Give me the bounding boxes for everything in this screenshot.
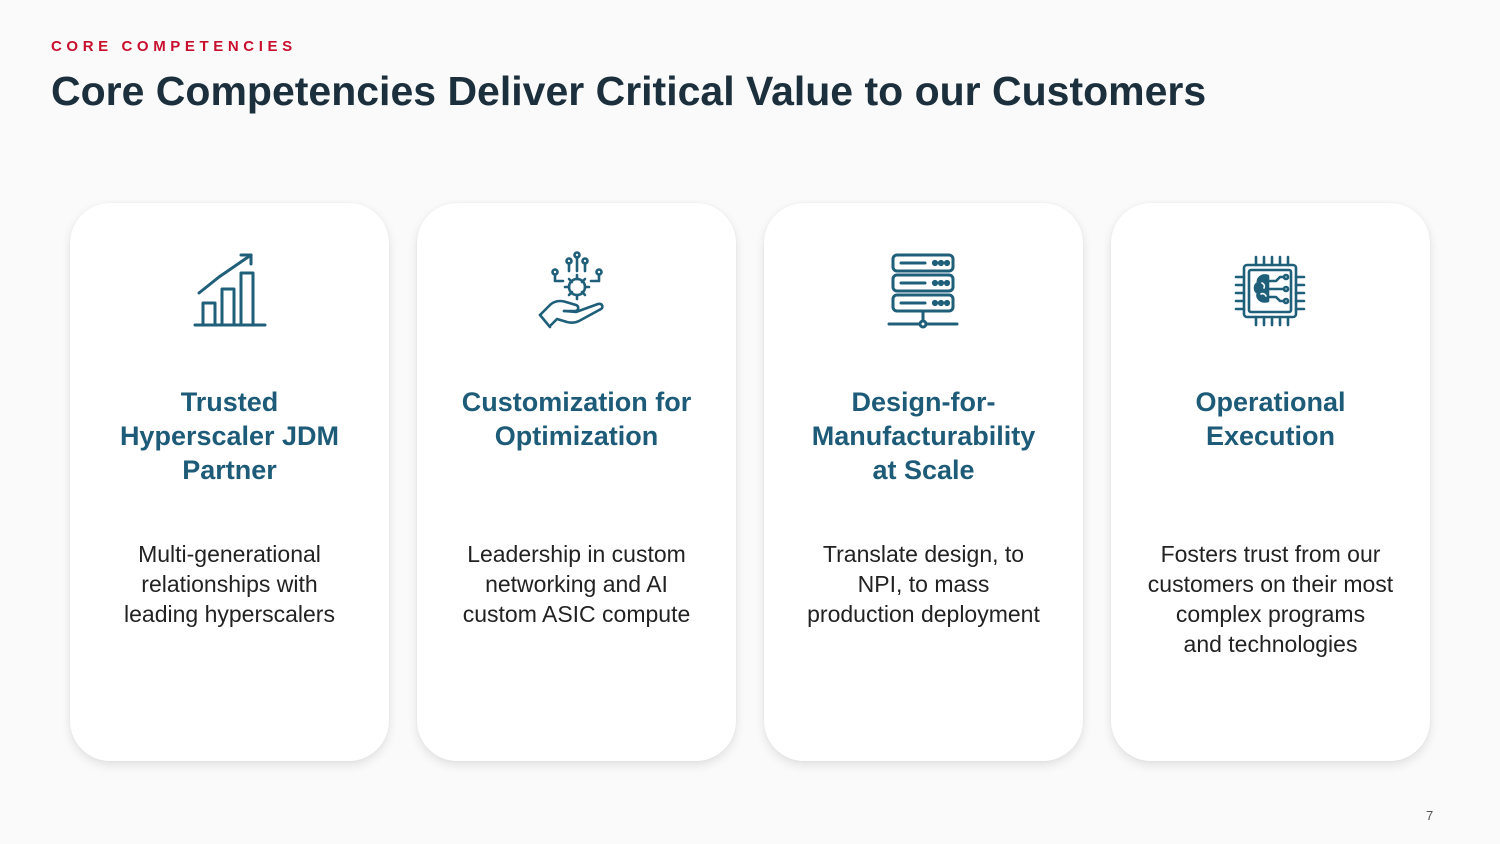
card-title-line: Partner: [182, 455, 277, 485]
card-description-line: Multi-generational: [138, 541, 321, 567]
competency-card-customization: Customization for Optimization Leadershi…: [417, 203, 736, 761]
card-description-line: NPI, to mass: [857, 571, 990, 597]
card-title-line: Design-for-: [851, 387, 996, 417]
card-description-line: leading hyperscalers: [124, 601, 335, 627]
card-title-line: Customization for: [461, 387, 692, 417]
card-description-line: custom ASIC compute: [462, 601, 691, 627]
card-title-line: Manufacturability: [811, 421, 1036, 451]
card-description-line: customers on their most: [1147, 571, 1394, 597]
card-description-line: production deployment: [807, 601, 1040, 627]
card-description-line: complex programs: [1175, 601, 1366, 627]
card-title-line: Trusted: [180, 387, 279, 417]
card-description-line: and technologies: [1183, 631, 1358, 657]
card-title-line: Operational: [1195, 387, 1346, 417]
card-description-line: relationships with: [141, 571, 318, 597]
competency-card-execution: Operational Execution Fosters trust from…: [1111, 203, 1430, 761]
growth-chart-icon: [189, 251, 269, 331]
eyebrow-label: CORE COMPETENCIES: [51, 38, 297, 55]
card-description-line: Fosters trust from our: [1160, 541, 1381, 567]
competency-card-hyperscaler: Trusted Hyperscaler JDM Partner Multi-ge…: [70, 203, 389, 761]
card-title-line: Hyperscaler JDM: [119, 421, 340, 451]
competency-cards: Trusted Hyperscaler JDM Partner Multi-ge…: [70, 203, 1430, 761]
page-title: Core Competencies Deliver Critical Value…: [51, 68, 1207, 114]
card-description-line: Translate design, to: [822, 541, 1025, 567]
card-description-line: Leadership in custom: [467, 541, 686, 567]
ai-chip-icon: [1230, 251, 1310, 331]
server-stack-icon: [883, 251, 963, 331]
card-title-line: at Scale: [872, 455, 975, 485]
card-title-line: Execution: [1205, 421, 1336, 451]
competency-card-dfm: Design-for- Manufacturability at Scale T…: [764, 203, 1083, 761]
hand-gear-circuit-icon: [536, 251, 616, 331]
card-title-line: Optimization: [494, 421, 659, 451]
card-description-line: networking and AI: [485, 571, 668, 597]
page-number: 7: [1426, 808, 1434, 823]
